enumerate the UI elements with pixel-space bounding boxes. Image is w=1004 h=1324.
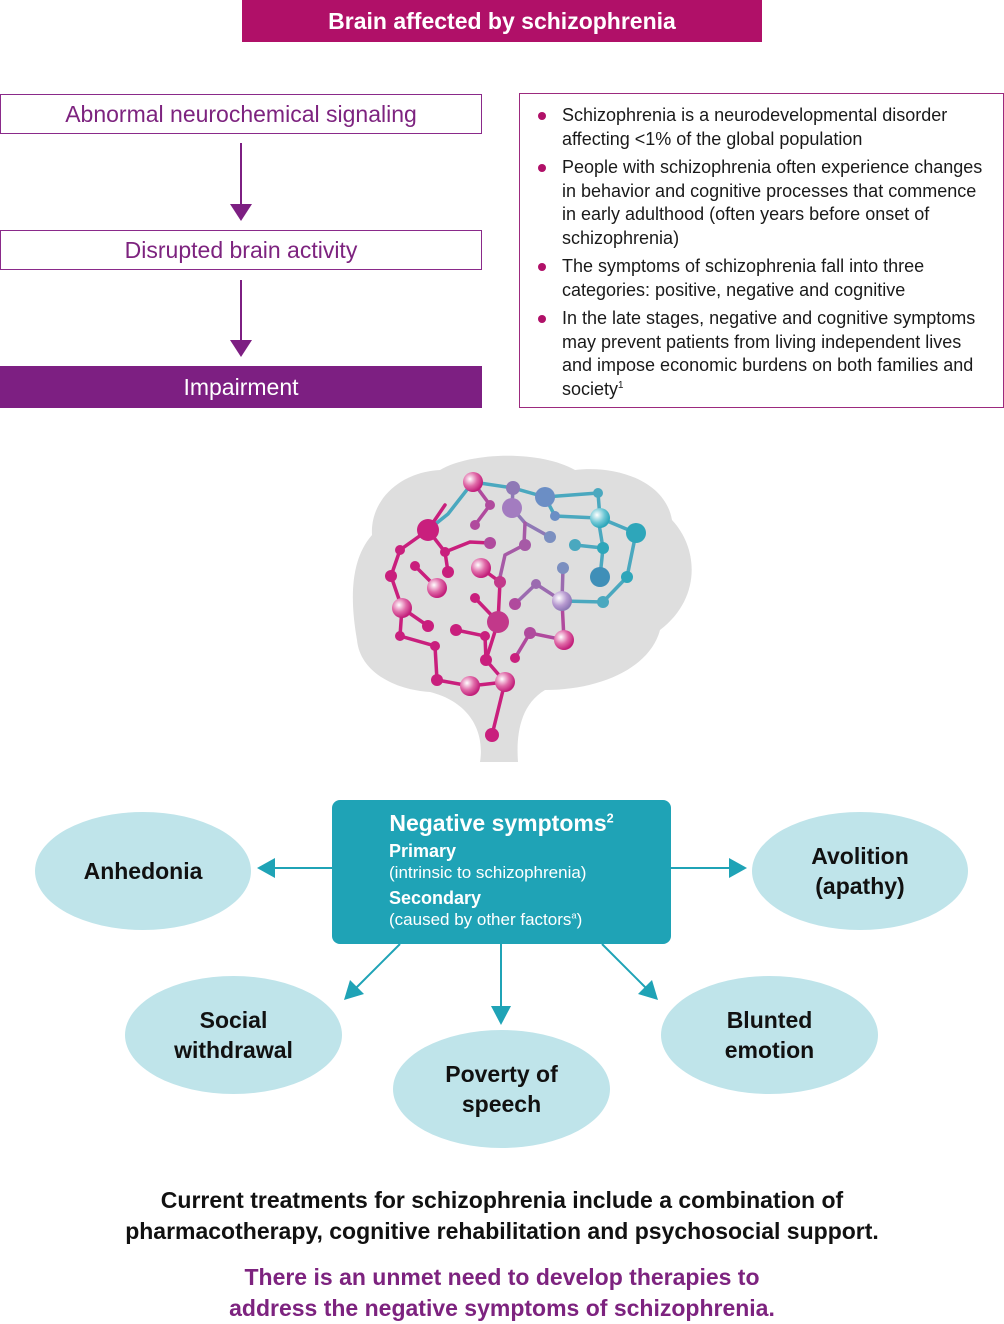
flow-step-impairment: Impairment [0,366,482,408]
secondary-label: Secondary [389,888,482,908]
info-bullet-text: Schizophrenia is a neurodevelopmental di… [562,105,948,149]
treatment-line-1: Current treatments for schizophrenia inc… [160,1187,844,1213]
symptom-poverty-of-speech: Poverty of speech [393,1030,610,1148]
bullet-dot [538,164,546,172]
brain-network-icon [352,455,692,762]
symptom-blunted-emotion: Blunted emotion [661,976,878,1094]
symptom-avolition: Avolition (apathy) [752,812,968,930]
primary-label: Primary [389,841,457,861]
arrow-to-poverty-of-speech [491,944,511,1025]
reference-superscript: 2 [606,811,614,826]
arrow-to-avolition [671,858,747,878]
arrow-to-social-withdrawal [344,943,401,1000]
symptom-social-withdrawal: Social withdrawal [125,976,342,1094]
arrow-to-blunted-emotion [601,943,658,1000]
treatment-statement: Current treatments for schizophrenia inc… [0,1185,1004,1247]
diagram-title: Brain affected by schizophrenia [242,0,762,42]
symptom-label-line1: Blunted [726,1007,813,1033]
negative-symptoms-title-text: Negative symptoms [389,810,607,836]
unmet-need-statement: There is an unmet need to develop therap… [0,1262,1004,1324]
flow-step-neurochemical: Abnormal neurochemical signaling [0,94,482,134]
footnote-superscript: a [571,910,577,921]
symptom-label-line2: speech [461,1091,542,1117]
flow-arrow-2 [230,280,252,357]
symptom-label-line1: Avolition [811,843,909,869]
info-bullet-list: Schizophrenia is a neurodevelopmental di… [538,104,987,401]
secondary-description-text: (caused by other factors [389,910,572,929]
symptom-label-line2: (apathy) [815,873,905,899]
info-bullet-4: In the late stages, negative and cogniti… [538,307,987,401]
secondary-description: (caused by other factorsa) [389,909,671,930]
symptom-label-line2: emotion [724,1037,815,1063]
symptom-anhedonia: Anhedonia [35,812,251,930]
symptom-label: Anhedonia [83,858,203,884]
symptom-label-line1: Poverty of [445,1061,558,1087]
info-bullet-text: In the late stages, negative and cogniti… [562,308,976,399]
reference-superscript: 1 [618,379,624,391]
info-bullet-text: The symptoms of schizophrenia fall into … [562,256,925,300]
arrow-to-anhedonia [257,858,332,878]
info-bullet-text: People with schizophrenia often experien… [562,157,983,248]
treatment-line-2: pharmacotherapy, cognitive rehabilitatio… [125,1218,879,1244]
symptom-label-line1: Social [199,1007,268,1033]
negative-symptoms-box: Negative symptoms2 Primary (intrinsic to… [332,800,671,944]
primary-description: (intrinsic to schizophrenia) [389,863,587,882]
negative-symptoms-title: Negative symptoms2 [332,810,671,837]
unmet-need-line-2: address the negative symptoms of schizop… [229,1295,775,1321]
unmet-need-line-1: There is an unmet need to develop therap… [244,1264,760,1290]
bullet-dot [538,315,546,323]
symptom-label-line2: withdrawal [174,1037,293,1063]
info-bullet-3: The symptoms of schizophrenia fall into … [538,255,987,302]
bullet-dot [538,112,546,120]
bullet-dot [538,263,546,271]
info-bullet-1: Schizophrenia is a neurodevelopmental di… [538,104,987,151]
info-bullet-2: People with schizophrenia often experien… [538,156,987,250]
secondary-description-close: ) [576,910,583,929]
flow-step-brain-activity: Disrupted brain activity [0,230,482,270]
flow-arrow-1 [230,143,252,221]
info-box: Schizophrenia is a neurodevelopmental di… [519,93,1004,408]
